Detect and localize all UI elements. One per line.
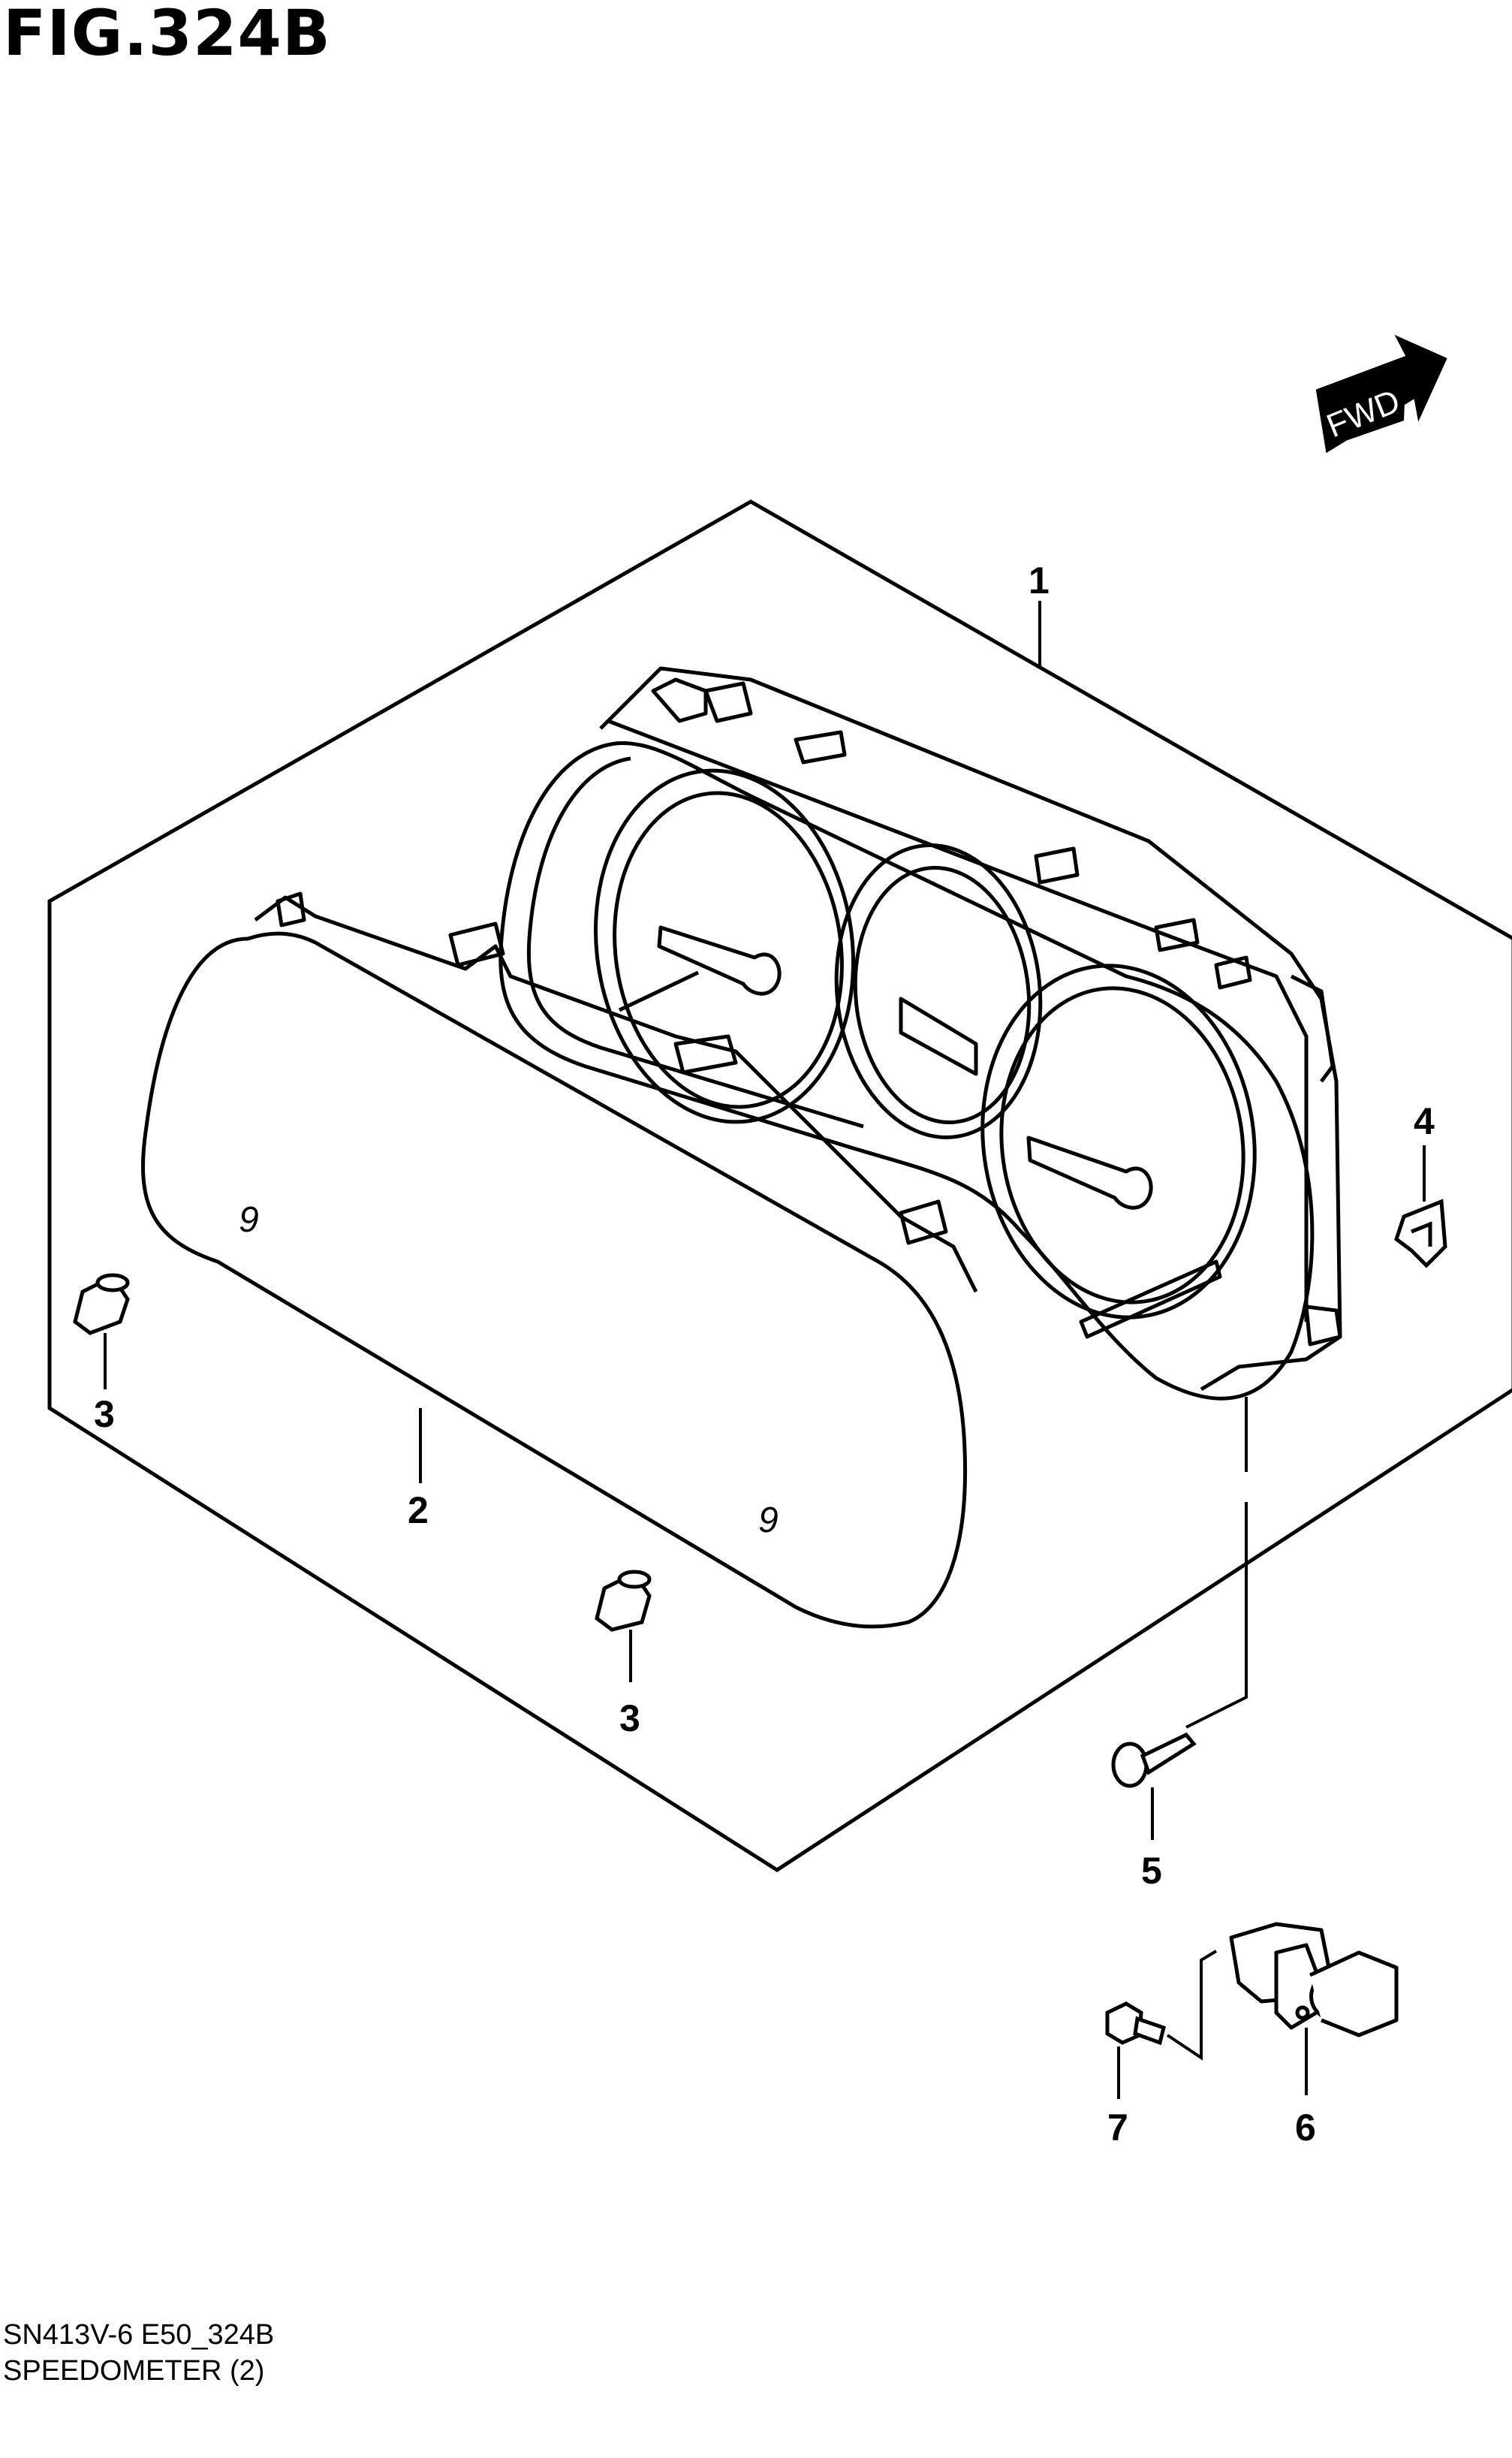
svg-text:9: 9	[758, 1500, 779, 1540]
bolt-part-7	[1105, 2001, 1166, 2046]
grommet-3a	[73, 1273, 130, 1335]
meter-housing	[498, 666, 1342, 1401]
figure-code: SN413V-6 E50_324B	[3, 2319, 275, 2351]
callout-2: 2	[408, 1489, 429, 1531]
screw-part-5	[1111, 1732, 1197, 1788]
callout-4: 4	[1414, 1100, 1435, 1142]
leader-lines	[104, 601, 1426, 2099]
callout-7: 7	[1107, 2107, 1128, 2149]
svg-text:9: 9	[239, 1200, 259, 1240]
assembly-outline	[47, 499, 1512, 1872]
callout-6: 6	[1295, 2107, 1316, 2149]
figure-title: FIG.324B	[3, 0, 331, 70]
callout-3a: 3	[94, 1393, 115, 1435]
clip-part-4	[1394, 1199, 1447, 1268]
figure-name: SPEEDOMETER (2)	[3, 2355, 265, 2387]
fwd-arrow: FWD	[1315, 334, 1447, 454]
speed-sensor-part-6	[1229, 1922, 1399, 2037]
callout-5: 5	[1141, 1850, 1162, 1892]
grommet-3b	[595, 1570, 652, 1632]
callout-1: 1	[1029, 559, 1050, 602]
callout-3b: 3	[619, 1697, 640, 1739]
lens-cover: 9 9	[140, 891, 978, 1629]
